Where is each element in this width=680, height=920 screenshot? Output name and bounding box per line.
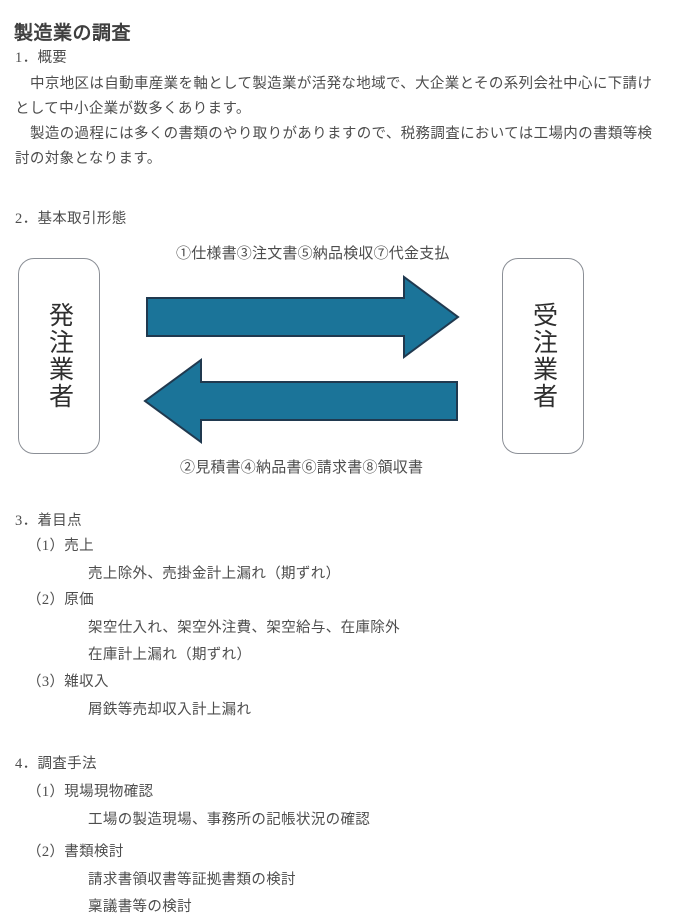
section-4-item-2-detail-2: 稟議書等の検討 <box>88 899 192 915</box>
section-heading-2: 2．基本取引形態 <box>15 211 127 227</box>
section-3-item-1-label: （1）売上 <box>27 538 94 554</box>
flow-label-bottom: ②見積書④納品書⑥請求書⑧領収書 <box>180 460 424 476</box>
party-box-orderer: 発注業者 <box>18 258 100 454</box>
arrow-left-icon <box>143 358 458 444</box>
section-4-item-2-label: （2）書類検討 <box>27 844 124 860</box>
section-4-item-1-label: （1）現場現物確認 <box>27 784 154 800</box>
page-title: 製造業の調査 <box>14 22 132 44</box>
section-3-item-2-label: （2）原価 <box>27 592 94 608</box>
section-4-item-1-detail-1: 工場の製造現場、事務所の記帳状況の確認 <box>88 812 371 828</box>
section-3-item-3-label: （3）雑収入 <box>27 674 109 690</box>
section-heading-4: 4．調査手法 <box>15 756 97 772</box>
section-1-paragraph-2: 製造の過程には多くの書類のやり取りがありますので、税務調査においては工場内の書類… <box>15 126 653 167</box>
section-heading-3: 3．着目点 <box>15 513 82 529</box>
arrow-left-shape <box>143 358 458 444</box>
section-3-item-2-detail-2: 在庫計上漏れ（期ずれ） <box>88 647 252 663</box>
party-box-contractor-label: 受注業者 <box>529 302 557 410</box>
arrow-right-shape <box>146 275 460 359</box>
arrow-right-icon <box>146 275 460 359</box>
flow-label-top: ①仕様書③注文書⑤納品検収⑦代金支払 <box>176 246 450 262</box>
section-1-paragraph-1: 中京地区は自動車産業を軸として製造業が活発な地域で、大企業とその系列会社中心に下… <box>15 76 653 117</box>
section-heading-1: 1．概要 <box>15 50 68 66</box>
section-3-item-1-detail-1: 売上除外、売掛金計上漏れ（期ずれ） <box>88 566 341 582</box>
section-4-item-2-detail-1: 請求書領収書等証拠書類の検討 <box>88 872 296 888</box>
section-3-item-3-detail-1: 屑鉄等売却収入計上漏れ <box>88 702 252 718</box>
transaction-flow-diagram: ①仕様書③注文書⑤納品検収⑦代金支払 発注業者 受注業者 ②見積書④納品書⑥請求… <box>0 240 680 490</box>
party-box-orderer-label: 発注業者 <box>45 302 73 410</box>
section-3-item-2-detail-1: 架空仕入れ、架空外注費、架空給与、在庫除外 <box>88 620 400 636</box>
party-box-contractor: 受注業者 <box>502 258 584 454</box>
